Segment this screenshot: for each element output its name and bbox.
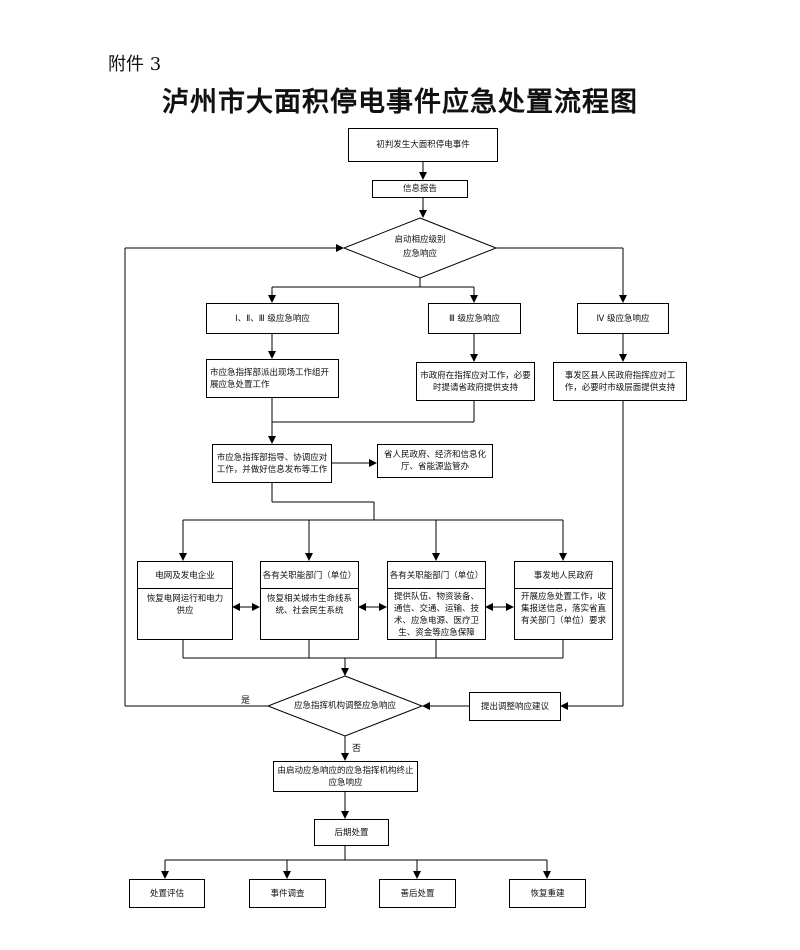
rebuild-box: 恢复重建 [509, 879, 586, 908]
report-box: 信息报告 [372, 180, 468, 198]
no-label: 否 [352, 744, 362, 754]
decision-1-line-2: 应急响应 [402, 249, 437, 259]
grid-panel-title: 电网及发电企业 [138, 562, 232, 589]
local-panel-title: 事发地人民政府 [515, 562, 612, 589]
city-command-box: 市应急指挥部指导、协调应对工作，并做好信息发布等工作 [212, 444, 332, 483]
dept2-panel-body: 提供队伍、物资装备、通信、交通、运输、技术、应急电源、医疗卫生、资金等应急保障 [393, 592, 479, 638]
province-box: 省人民政府、经济和信息化厅、省能源监管办 [377, 444, 493, 478]
yes-label: 是 [241, 696, 251, 706]
dept1-panel: 各有关职能部门（单位） 恢复相关城市生命线系统、社会民生系统 [260, 561, 359, 640]
city-gov-box: 市政府在指挥应对工作，必要时提请省政府提供支持 [416, 362, 535, 401]
grid-panel-body: 恢复电网运行和电力供应 [146, 594, 224, 616]
start-box: 初判发生大面积停电事件 [348, 128, 498, 162]
county-gov-box: 事发区县人民政府指挥应对工作，必要时市级层面提供支持 [553, 362, 687, 401]
level-4-box: Ⅳ 级应急响应 [577, 303, 669, 334]
dept2-panel-title: 各有关职能部门（单位） [388, 562, 485, 589]
recovery-box: 善后处置 [379, 879, 456, 908]
local-panel-body: 开展应急处置工作，收集报送信息，落实省直有关部门（单位）要求 [520, 592, 606, 626]
local-panel: 事发地人民政府 开展应急处置工作，收集报送信息，落实省直有关部门（单位）要求 [514, 561, 613, 640]
aftermath-box: 后期处置 [314, 819, 389, 846]
terminate-box: 由启动应急响应的应急指挥机构终止应急响应 [273, 761, 418, 792]
grid-panel: 电网及发电企业 恢复电网运行和电力供应 [137, 561, 233, 640]
decision-2-text: 应急指挥机构调整应急响应 [293, 701, 396, 711]
dept1-panel-title: 各有关职能部门（单位） [261, 562, 358, 589]
dept2-panel: 各有关职能部门（单位） 提供队伍、物资装备、通信、交通、运输、技术、应急电源、医… [387, 561, 486, 640]
dept1-panel-body: 恢复相关城市生命线系统、社会民生系统 [267, 594, 353, 616]
decision-1-text: 启动相应级别 应急响应 [370, 233, 470, 261]
investigate-box: 事件调查 [249, 879, 326, 908]
level-3-box: Ⅲ 级应急响应 [428, 303, 521, 334]
decision-1-line-1: 启动相应级别 [394, 235, 446, 245]
attachment-label: 附件 3 [108, 54, 162, 75]
page-title: 泸州市大面积停电事件应急处置流程图 [162, 87, 638, 118]
adjust-box: 提出调整响应建议 [469, 692, 561, 721]
eval-box: 处置评估 [129, 879, 205, 908]
city-dispatch-box: 市应急指挥部派出现场工作组开展应急处置工作 [206, 359, 339, 398]
level-123-box: Ⅰ、Ⅱ、Ⅲ 级应急响应 [206, 303, 339, 334]
